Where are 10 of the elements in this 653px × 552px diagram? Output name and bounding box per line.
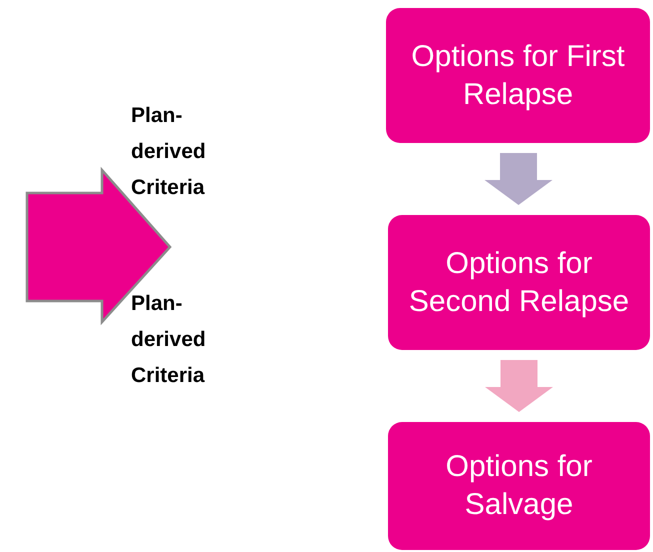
box-text: Options for Second Relapse [408, 246, 630, 320]
down-arrow [485, 360, 553, 412]
side-label: Plan-derived Criteria [131, 103, 207, 201]
down-arrow [484, 153, 552, 205]
process-box [388, 215, 650, 350]
box-text: Options for First Relapse [410, 38, 626, 112]
process-box [386, 8, 650, 143]
process-box [388, 422, 650, 550]
box-text: Options for Salvage [444, 449, 594, 523]
side-label: Plan-derived Criteria [131, 291, 207, 389]
